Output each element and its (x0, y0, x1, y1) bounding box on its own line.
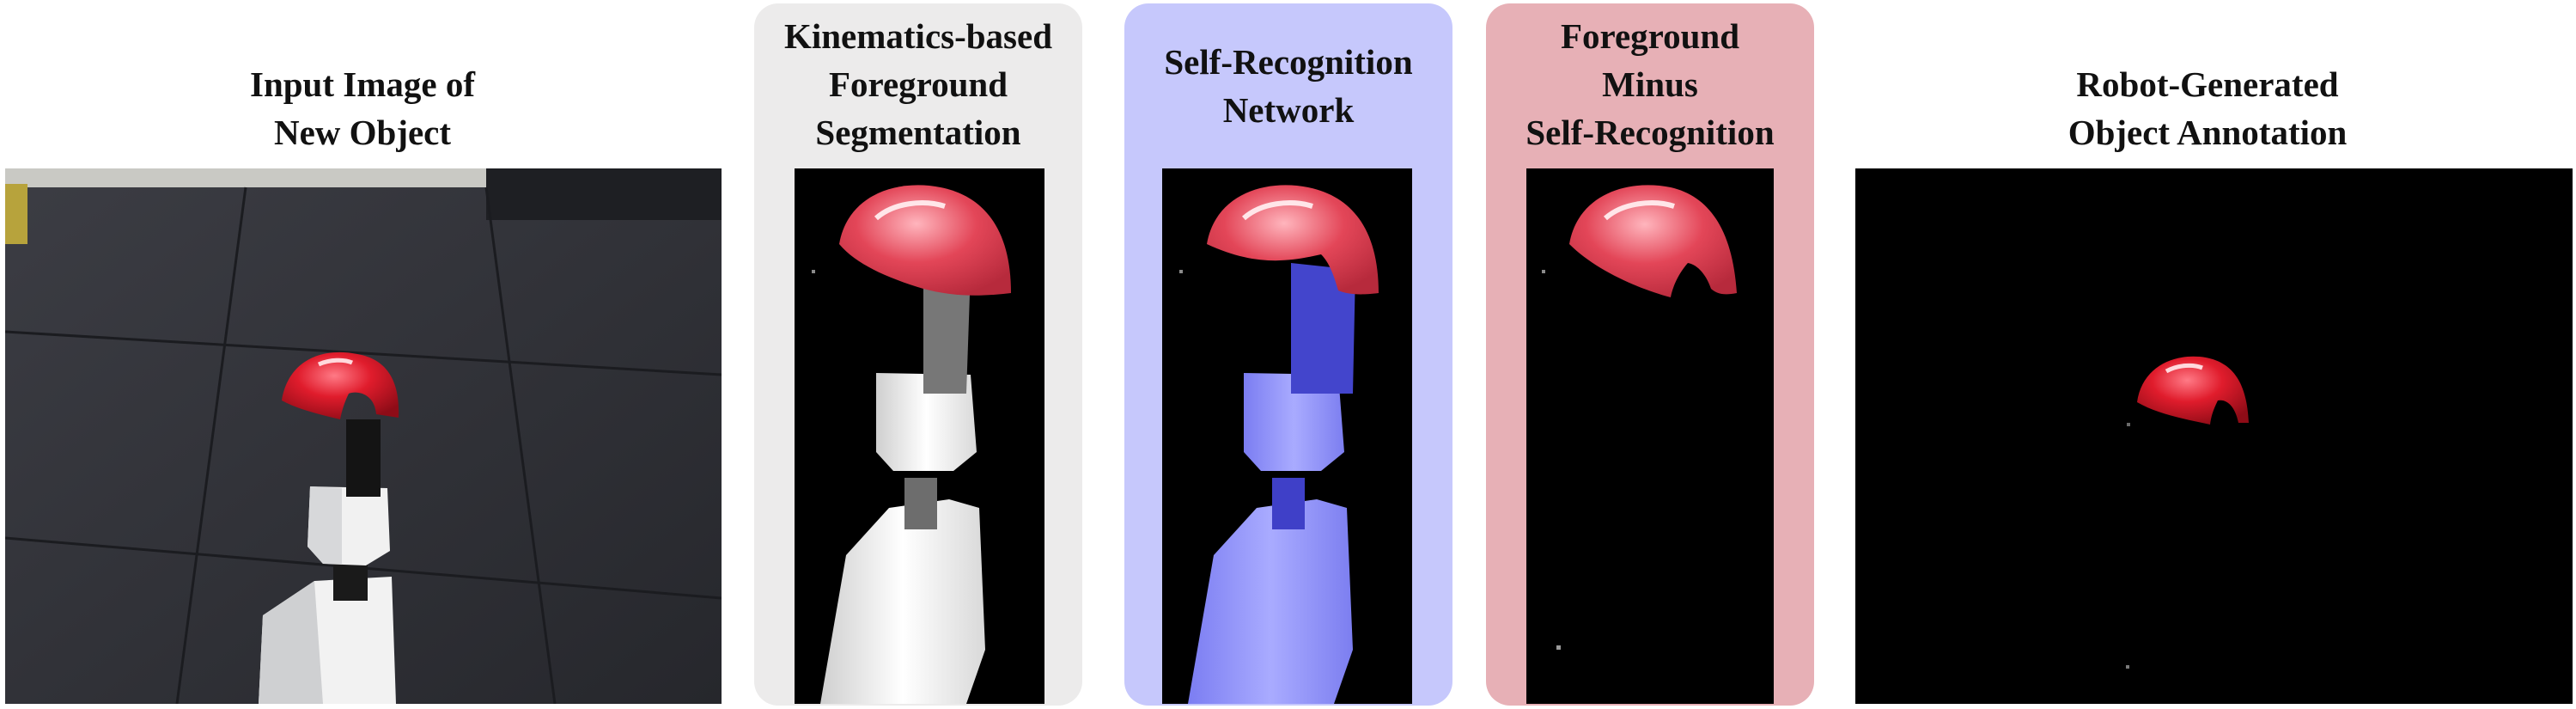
robot-wrist (904, 478, 937, 529)
noise-pixel-bottom (1556, 645, 1561, 650)
minus-panel-title: Foreground Minus Self-Recognition (1486, 12, 1814, 156)
input-title-line-2: New Object (9, 108, 716, 156)
noise-pixel (2127, 423, 2130, 426)
segmentation-title-line-2: Foreground (754, 60, 1082, 108)
self-recognition-title-line-1: Self-Recognition (1124, 38, 1452, 86)
segmentation-panel-title: Kinematics-based Foreground Segmentation (754, 12, 1082, 156)
input-image (5, 168, 722, 704)
yellow-object (5, 184, 27, 244)
self-recognition-image (1162, 168, 1412, 704)
minus-title-line-2: Minus (1486, 60, 1814, 108)
wall-shadow (486, 168, 722, 220)
minus-title-line-3: Self-Recognition (1486, 108, 1814, 156)
self-recognition-title-line-2: Network (1124, 86, 1452, 134)
robot-gripper-shade (308, 486, 342, 564)
input-panel-title: Input Image of New Object (9, 60, 716, 156)
annotation-background (1855, 168, 2573, 704)
robot-wrist-dark (333, 559, 368, 601)
noise-pixel-bottom (2126, 665, 2129, 669)
annotation-title-line-2: Object Annotation (1855, 108, 2560, 156)
robot-finger-dark (346, 419, 381, 497)
segmentation-title-line-1: Kinematics-based (754, 12, 1082, 60)
robot-wrist-blue (1272, 478, 1305, 529)
noise-pixel (1542, 270, 1545, 273)
segmentation-title-line-3: Segmentation (754, 108, 1082, 156)
noise-pixel (1179, 270, 1183, 273)
minus-title-line-1: Foreground (1486, 12, 1814, 60)
segmentation-image (795, 168, 1044, 704)
annotation-title-line-1: Robot-Generated (1855, 60, 2560, 108)
annotation-panel-title: Robot-Generated Object Annotation (1855, 60, 2560, 156)
noise-pixel (812, 270, 815, 273)
annotation-image (1855, 168, 2573, 704)
self-recognition-panel-title: Self-Recognition Network (1124, 38, 1452, 134)
input-title-line-1: Input Image of (9, 60, 716, 108)
minus-image (1526, 168, 1774, 704)
